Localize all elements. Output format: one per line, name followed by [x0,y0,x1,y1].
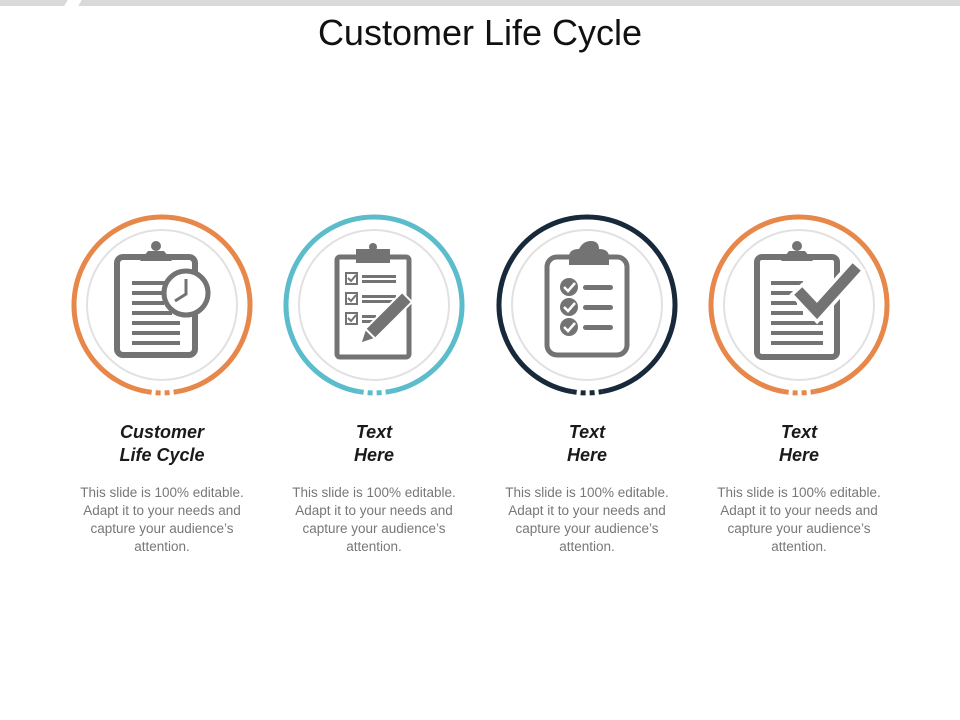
clipboard-checkmark-icon [754,241,866,360]
step-description: This slide is 100% editable. Adapt it to… [80,485,244,554]
clipboard-clock-icon [114,241,211,358]
page-title: Customer Life Cycle [317,12,643,53]
ring-orange [71,214,253,396]
step-heading: Text Here [778,422,820,465]
cycle-step-2: Text Here This slide is 100% editable. A… [274,205,474,585]
ring-orange [708,214,890,396]
step-heading: Text Here [353,422,395,465]
step-description: This slide is 100% editable. Adapt it to… [292,485,456,554]
clipboard-checkmarks-icon [544,241,630,358]
step-description: This slide is 100% editable. Adapt it to… [505,485,669,554]
step-description: This slide is 100% editable. Adapt it to… [717,485,881,554]
ring-navy [496,214,678,396]
clipboard-checklist-pencil-icon [334,243,414,360]
top-bar [0,0,960,6]
step-heading: Text Here [566,422,608,465]
cycle-step-1: Customer Life Cycle This slide is 100% e… [62,205,262,585]
ring-teal [283,214,465,396]
cycle-step-4: Text Here This slide is 100% editable. A… [699,205,899,585]
cycle-step-3: Text Here This slide is 100% editable. A… [487,205,687,585]
step-heading: Customer Life Cycle [119,422,205,465]
